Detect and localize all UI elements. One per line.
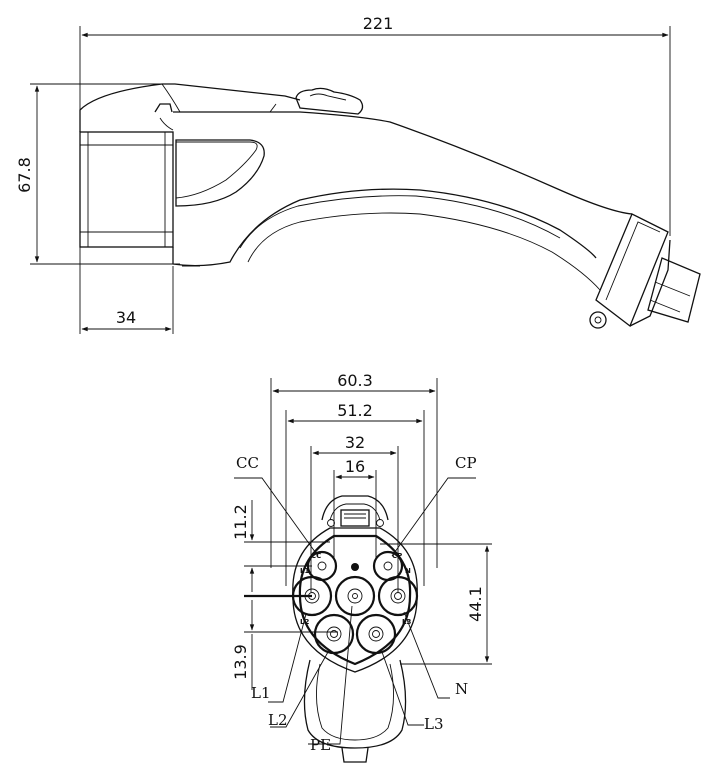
dim-shell-width: 51.2 [337, 401, 373, 420]
callout-l2: L2 [268, 711, 288, 729]
callout-n: N [455, 680, 468, 698]
dim-nose-length: 34 [116, 308, 136, 327]
front-view: 60.3 51.2 32 16 11.2 13.9 44.1 [231, 371, 492, 763]
dim-overall-length: 221 [363, 14, 394, 33]
leader-n [403, 611, 450, 699]
face-label-cc: CC [311, 552, 321, 560]
handle-body [172, 111, 633, 291]
connector-nose [79, 131, 174, 248]
index-dot [351, 563, 359, 571]
callout-pe: PE [310, 736, 331, 754]
dim-pin-height: 44.1 [466, 586, 485, 622]
pin-l3 [355, 613, 397, 655]
dim-outer-width: 60.3 [337, 371, 373, 390]
leader-pe [308, 605, 353, 745]
screw-left [327, 519, 335, 527]
pin-n [377, 575, 419, 617]
callout-l1: L1 [251, 684, 271, 702]
leader-l2 [270, 651, 329, 728]
pin-l2 [313, 613, 355, 655]
dim-lower-offset: 13.9 [231, 644, 250, 680]
inlet-face [292, 495, 418, 673]
dim-signal-span: 16 [345, 457, 365, 476]
side-view: 221 67.8 34 [15, 14, 701, 334]
pin-l1 [291, 575, 333, 617]
face-label-l1: L1 [300, 567, 309, 575]
leader-l1 [268, 613, 307, 703]
screw-right [376, 519, 384, 527]
callout-cp: CP [455, 454, 477, 472]
latch-slot [340, 509, 370, 527]
dim-top-offset: 11.2 [231, 504, 250, 540]
lanyard-ring [589, 311, 607, 329]
face-label-l3: L3 [402, 618, 411, 626]
face-label-cp: CP [392, 552, 402, 560]
leader-cc [234, 477, 319, 557]
pin-pe [334, 575, 376, 617]
face-label-l2: L2 [300, 618, 309, 626]
dim-height: 67.8 [15, 157, 34, 193]
dim-pin-span: 32 [345, 433, 365, 452]
face-label-n: N [405, 567, 411, 575]
callout-cc: CC [236, 454, 259, 472]
release-button [295, 87, 364, 115]
leader-l3 [381, 651, 424, 726]
latch-hood [79, 83, 301, 132]
rear-strain-relief [303, 659, 407, 763]
leader-cp [391, 477, 476, 557]
cable-gland [595, 213, 701, 328]
callout-l3: L3 [424, 715, 444, 733]
